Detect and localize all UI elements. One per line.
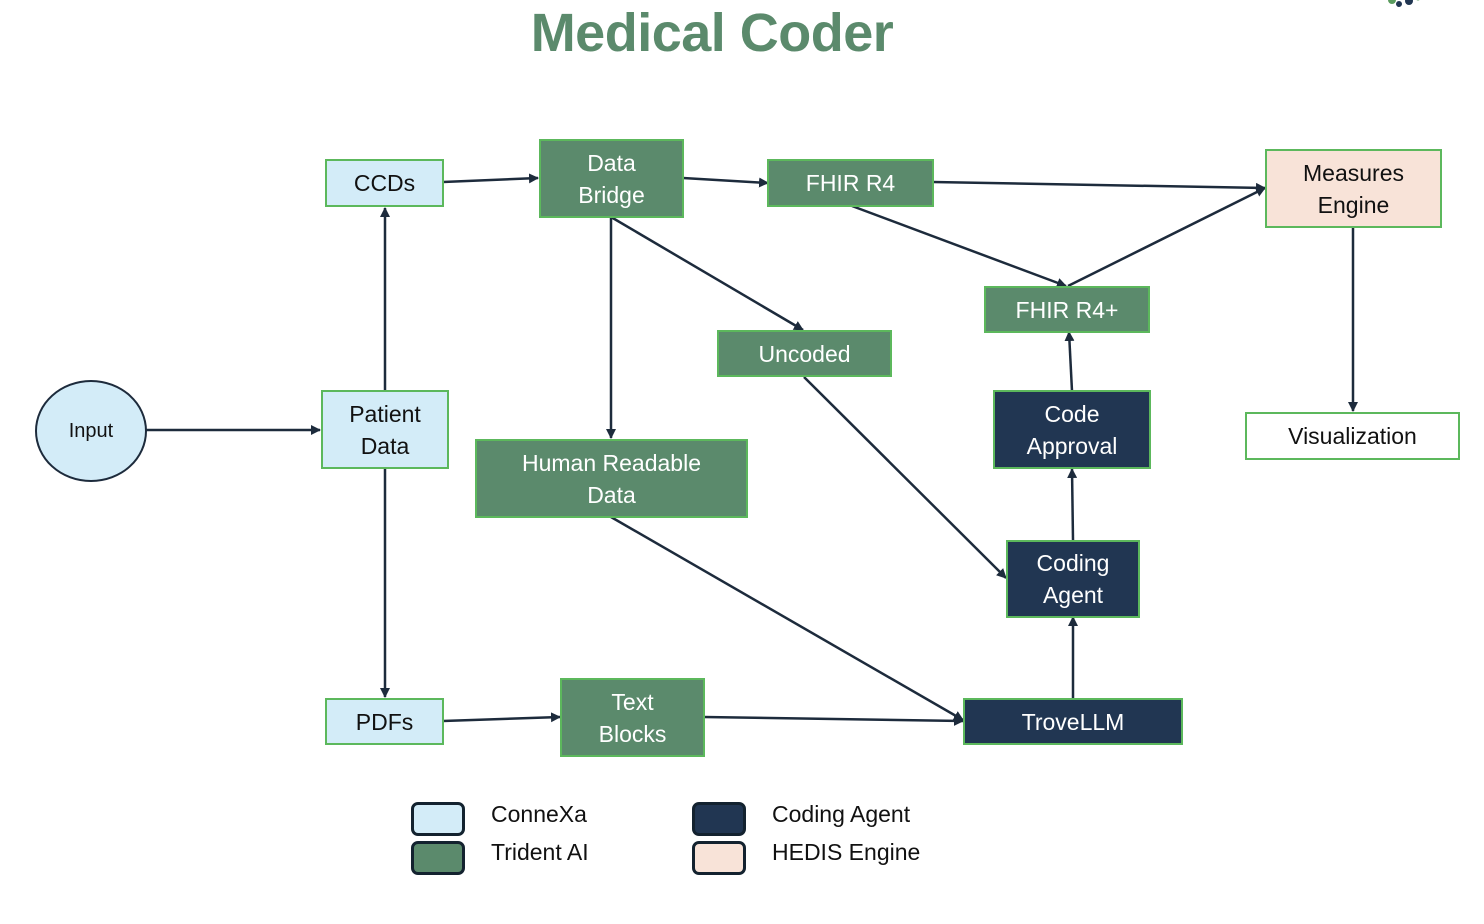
legend-swatch-coding-agent bbox=[692, 802, 746, 836]
edge-fhir-r4-to-fhir-r4-plus bbox=[851, 204, 1067, 288]
node-input[interactable]: Input bbox=[35, 380, 147, 482]
edge-pdfs-to-text-blocks bbox=[442, 712, 561, 723]
edge-ccds-to-data-bridge bbox=[442, 173, 539, 184]
legend-label: HEDIS Engine bbox=[772, 838, 921, 865]
edge-data-bridge-to-uncoded bbox=[610, 215, 804, 332]
legend-label: Coding Agent bbox=[772, 800, 911, 827]
node-visualization[interactable]: Visualization bbox=[1245, 412, 1460, 460]
edge-human-readable-to-trovellm bbox=[610, 515, 964, 722]
legend-item-trident-ai: Trident AI bbox=[411, 838, 589, 875]
edge-text-blocks-to-trovellm bbox=[703, 715, 964, 726]
node-trovellm[interactable]: TroveLLM bbox=[963, 698, 1183, 745]
edge-data-bridge-to-fhir-r4 bbox=[682, 176, 769, 188]
legend-item-connexa: ConneXa bbox=[411, 800, 587, 836]
legend-label: Trident AI bbox=[491, 838, 589, 865]
node-measures-engine[interactable]: Measures Engine bbox=[1265, 149, 1442, 228]
edge-code-approval-to-fhir-r4-plus bbox=[1064, 331, 1075, 392]
page-title: Medical Coder bbox=[530, 3, 894, 63]
node-pdfs[interactable]: PDFs bbox=[325, 698, 444, 745]
node-patient-data[interactable]: Patient Data bbox=[321, 390, 449, 469]
node-fhir-r4-plus[interactable]: FHIR R4+ bbox=[984, 286, 1150, 333]
logo-icon bbox=[1388, 0, 1420, 7]
legend-swatch-hedis-engine bbox=[692, 841, 746, 875]
node-uncoded[interactable]: Uncoded bbox=[717, 330, 892, 377]
node-human-readable-data[interactable]: Human Readable Data bbox=[475, 439, 748, 518]
legend-item-coding-agent: Coding Agent bbox=[692, 800, 911, 836]
legend-label: ConneXa bbox=[491, 800, 587, 827]
edge-fhir-r4-to-measures-engine bbox=[932, 180, 1266, 193]
node-fhir-r4[interactable]: FHIR R4 bbox=[767, 159, 934, 207]
legend-swatch-trident-ai bbox=[411, 841, 465, 875]
node-text-blocks[interactable]: Text Blocks bbox=[560, 678, 705, 757]
node-ccds[interactable]: CCDs bbox=[325, 159, 444, 207]
node-data-bridge[interactable]: Data Bridge bbox=[539, 139, 684, 218]
node-code-approval[interactable]: Code Approval bbox=[993, 390, 1151, 469]
edge-uncoded-to-coding-agent bbox=[803, 376, 1007, 579]
legend-item-hedis-engine: HEDIS Engine bbox=[692, 838, 921, 875]
edge-coding-agent-to-code-approval bbox=[1067, 468, 1078, 541]
edge-fhir-r4-plus-to-measures-engine bbox=[1067, 186, 1266, 288]
node-coding-agent[interactable]: Coding Agent bbox=[1006, 540, 1140, 618]
legend-swatch-connexa bbox=[411, 802, 465, 836]
